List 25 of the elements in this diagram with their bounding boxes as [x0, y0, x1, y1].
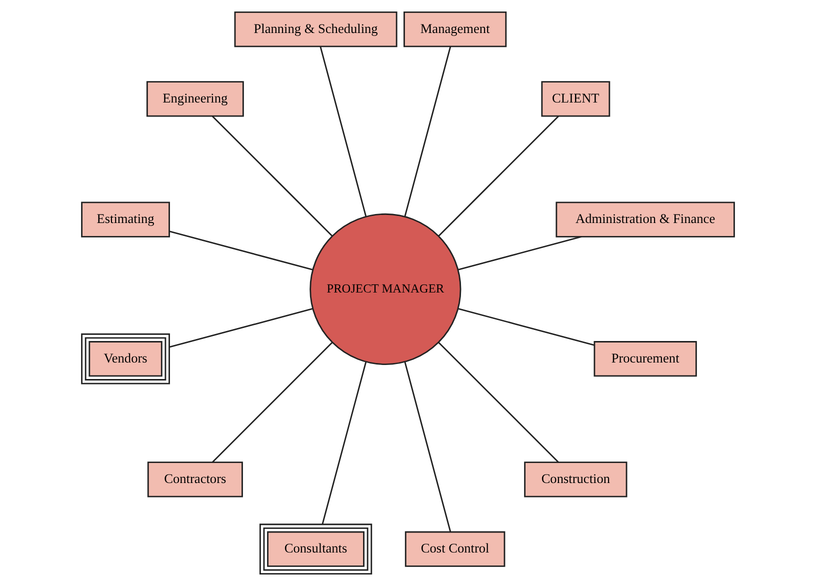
node-box: Consultants	[259, 524, 372, 575]
node-box: Administration & Finance	[556, 202, 735, 238]
node-box: Vendors	[81, 333, 170, 384]
connector	[212, 342, 333, 463]
connector	[320, 46, 367, 217]
connector	[458, 236, 582, 270]
connector	[458, 308, 595, 346]
connector	[169, 230, 313, 270]
node-box: Contractors	[147, 462, 243, 498]
connector	[169, 308, 313, 348]
node-box: Management	[404, 11, 507, 48]
node-box: CLIENT	[541, 81, 610, 117]
node-circle: PROJECT MANAGER	[310, 213, 462, 365]
connector	[404, 362, 452, 532]
node-box: Estimating	[81, 202, 170, 238]
connector	[212, 116, 333, 236]
connector	[322, 362, 367, 524]
node-box: Planning & Scheduling	[234, 11, 398, 48]
connector	[438, 342, 559, 463]
node-box: Construction	[524, 462, 628, 498]
node-box: Procurement	[594, 341, 697, 377]
node-box: Cost Control	[404, 531, 506, 567]
connector	[404, 46, 452, 217]
connector	[438, 116, 559, 236]
node-box: Engineering	[146, 81, 244, 117]
